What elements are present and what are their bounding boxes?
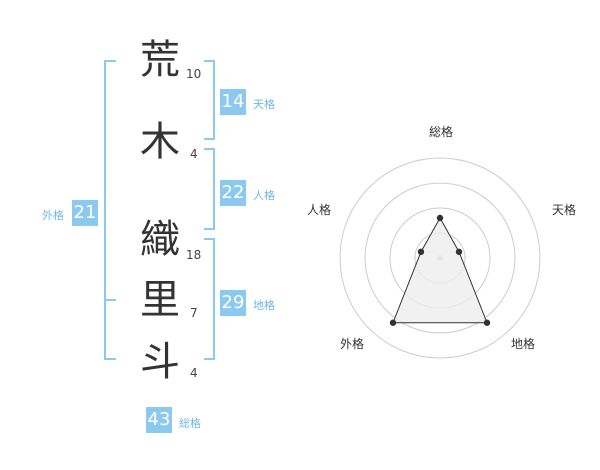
radar-axis-label-gaikaku: 外格	[340, 337, 365, 351]
stroke-count-4: 7	[190, 306, 198, 320]
stroke-count-1: 10	[186, 67, 202, 81]
radar-point-2	[455, 248, 463, 256]
radar-axis-label-soukaku: 総格	[429, 125, 454, 139]
radar-point-1	[436, 214, 444, 222]
radar-point-3	[483, 319, 491, 326]
jinkaku-label: 人格	[253, 189, 275, 202]
radar-axis-label-jinkaku: 人格	[307, 203, 332, 217]
radar-point-5	[417, 248, 425, 256]
chikaku-value: 29	[220, 290, 246, 316]
stroke-count-2: 4	[190, 147, 198, 161]
radar-polygon	[392, 216, 488, 324]
radar-axis-label-chikaku: 地格	[511, 337, 536, 351]
radar-axis-label-tenkaku: 天格	[552, 203, 577, 217]
radar-point-4	[389, 319, 397, 326]
name-char-1: 荒	[140, 37, 180, 83]
name-char-2: 木	[140, 119, 180, 165]
name-char-5: 斗	[140, 339, 180, 385]
soukaku-label: 総格	[179, 417, 201, 430]
name-char-3: 織	[140, 217, 180, 263]
tenkaku-label: 天格	[253, 98, 275, 111]
stroke-count-3: 18	[186, 248, 202, 262]
soukaku-value: 43	[146, 407, 172, 433]
stroke-count-5: 4	[190, 366, 198, 380]
tenkaku-value: 14	[220, 89, 246, 115]
jinkaku-value: 22	[220, 180, 246, 206]
chikaku-label: 地格	[253, 299, 275, 312]
radar-ring	[339, 157, 541, 359]
name-char-4: 里	[140, 277, 180, 323]
gaikaku-value: 21	[72, 200, 98, 226]
radar-ring	[364, 182, 516, 334]
gaikaku-label: 外格	[42, 209, 64, 222]
